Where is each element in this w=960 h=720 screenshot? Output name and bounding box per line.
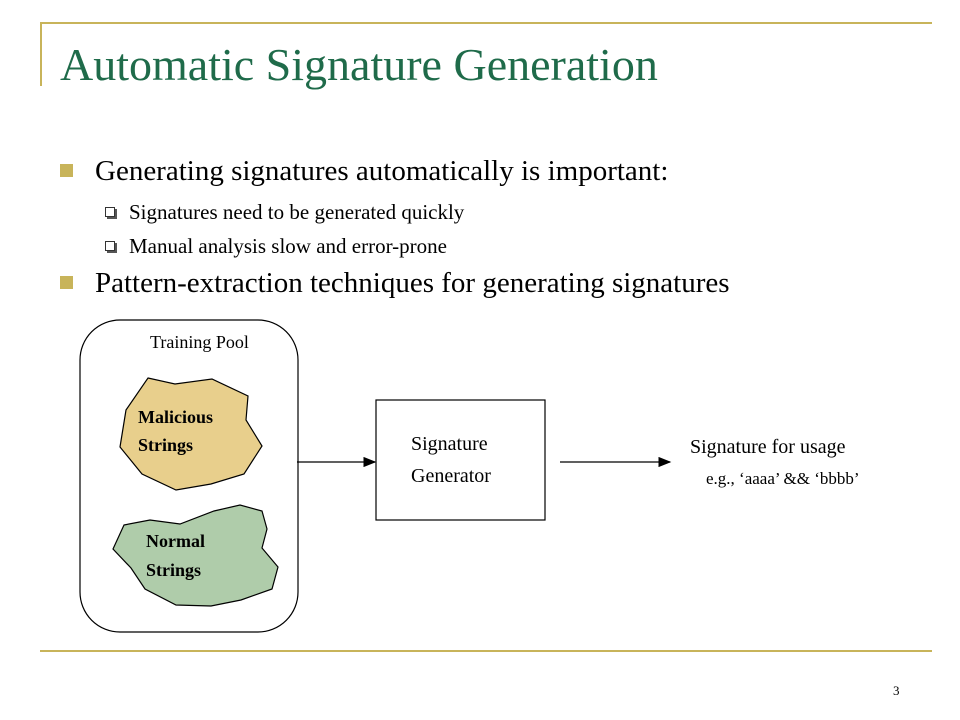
output-example: e.g., ‘aaaa’ && ‘bbbb’ bbox=[706, 469, 860, 488]
left-accent-line bbox=[40, 22, 42, 86]
bullet-2: Pattern-extraction techniques for genera… bbox=[60, 267, 730, 300]
signature-generator-box bbox=[375, 399, 546, 521]
bullet-square-icon bbox=[60, 163, 73, 177]
generator-label-line2: Generator bbox=[411, 465, 491, 487]
sub-bullet-1: Signatures need to be generated quickly bbox=[105, 200, 464, 225]
malicious-label-line2: Strings bbox=[138, 435, 193, 455]
normal-label-line1: Normal bbox=[146, 531, 205, 551]
top-accent-line bbox=[40, 22, 932, 24]
page-number: 3 bbox=[893, 683, 900, 698]
sub-bullet-2: Manual analysis slow and error-prone bbox=[105, 234, 447, 259]
bullet-1-text: Generating signatures automatically is i… bbox=[95, 155, 669, 187]
slide-title: Automatic Signature Generation bbox=[60, 39, 658, 90]
sub-bullet-1-text: Signatures need to be generated quickly bbox=[129, 200, 465, 224]
bullet-square-icon bbox=[60, 275, 73, 289]
output-label: Signature for usage bbox=[690, 436, 846, 458]
normal-label-line2: Strings bbox=[146, 560, 201, 580]
generator-label-line1: Signature bbox=[411, 433, 488, 455]
bullet-1: Generating signatures automatically is i… bbox=[60, 155, 668, 188]
checkbox-bullet-icon bbox=[105, 207, 115, 218]
checkbox-bullet-icon bbox=[105, 241, 115, 252]
normal-strings-blob bbox=[112, 504, 279, 607]
sub-bullet-2-text: Manual analysis slow and error-prone bbox=[129, 234, 447, 258]
malicious-label-line1: Malicious bbox=[138, 407, 213, 427]
training-pool-label: Training Pool bbox=[150, 332, 249, 352]
bullet-2-text: Pattern-extraction techniques for genera… bbox=[95, 267, 730, 299]
malicious-strings-blob bbox=[119, 377, 263, 491]
bottom-accent-line bbox=[40, 650, 932, 652]
